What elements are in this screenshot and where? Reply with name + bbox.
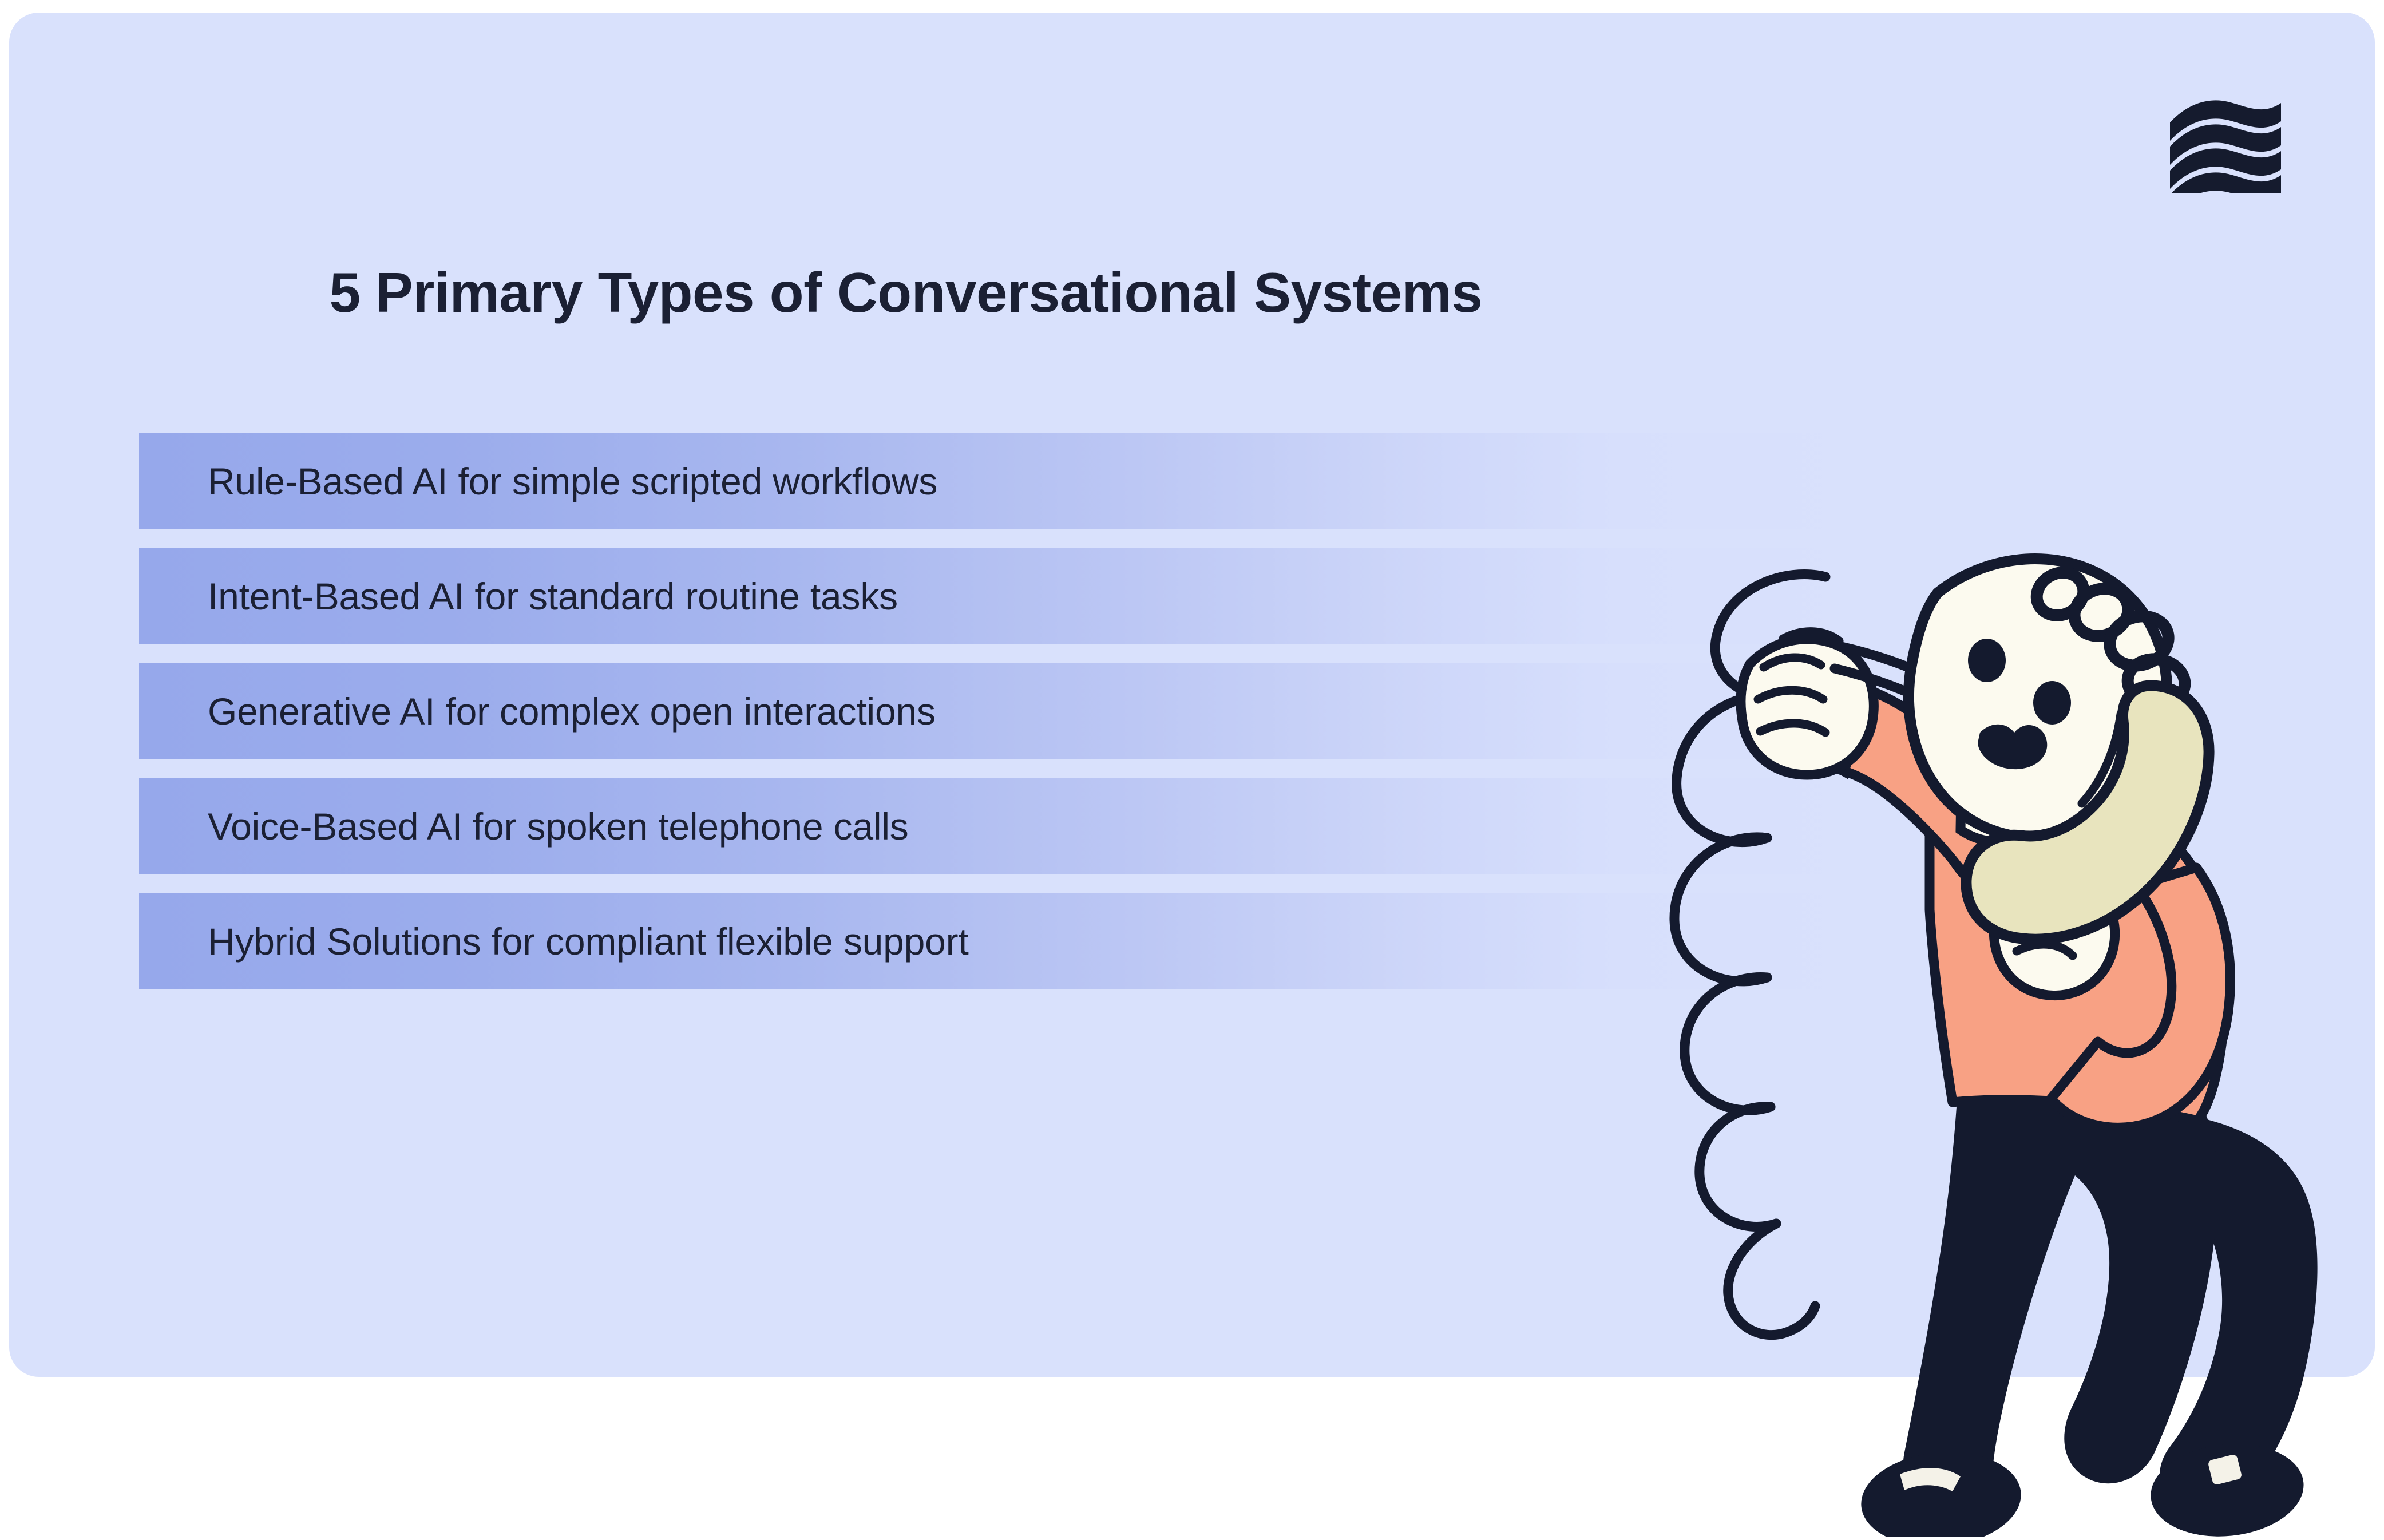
- list-item-label: Rule-Based AI for simple scripted workfl…: [208, 460, 938, 502]
- wavy-stripes-icon: [2170, 100, 2281, 213]
- list-item[interactable]: Intent-Based AI for standard routine tas…: [139, 548, 1856, 644]
- list-item[interactable]: Voice-Based AI for spoken telephone call…: [139, 778, 1856, 874]
- shoe-front: [1861, 1452, 2021, 1540]
- list-item[interactable]: Generative AI for complex open interacti…: [139, 663, 1856, 759]
- shoe-back: [2151, 1444, 2304, 1537]
- infographic-card: 5 Primary Types of Conversational System…: [9, 13, 2375, 1377]
- types-list: Rule-Based AI for simple scripted workfl…: [139, 433, 1856, 1008]
- list-item-label: Generative AI for complex open interacti…: [208, 690, 936, 733]
- brand-logo: [2169, 93, 2283, 213]
- list-item-label: Voice-Based AI for spoken telephone call…: [208, 805, 909, 848]
- list-item[interactable]: Hybrid Solutions for compliant flexible …: [139, 893, 1856, 989]
- list-item-label: Intent-Based AI for standard routine tas…: [208, 575, 898, 617]
- list-item-label: Hybrid Solutions for compliant flexible …: [208, 920, 969, 963]
- page-title: 5 Primary Types of Conversational System…: [329, 260, 1483, 324]
- list-item[interactable]: Rule-Based AI for simple scripted workfl…: [139, 433, 1856, 529]
